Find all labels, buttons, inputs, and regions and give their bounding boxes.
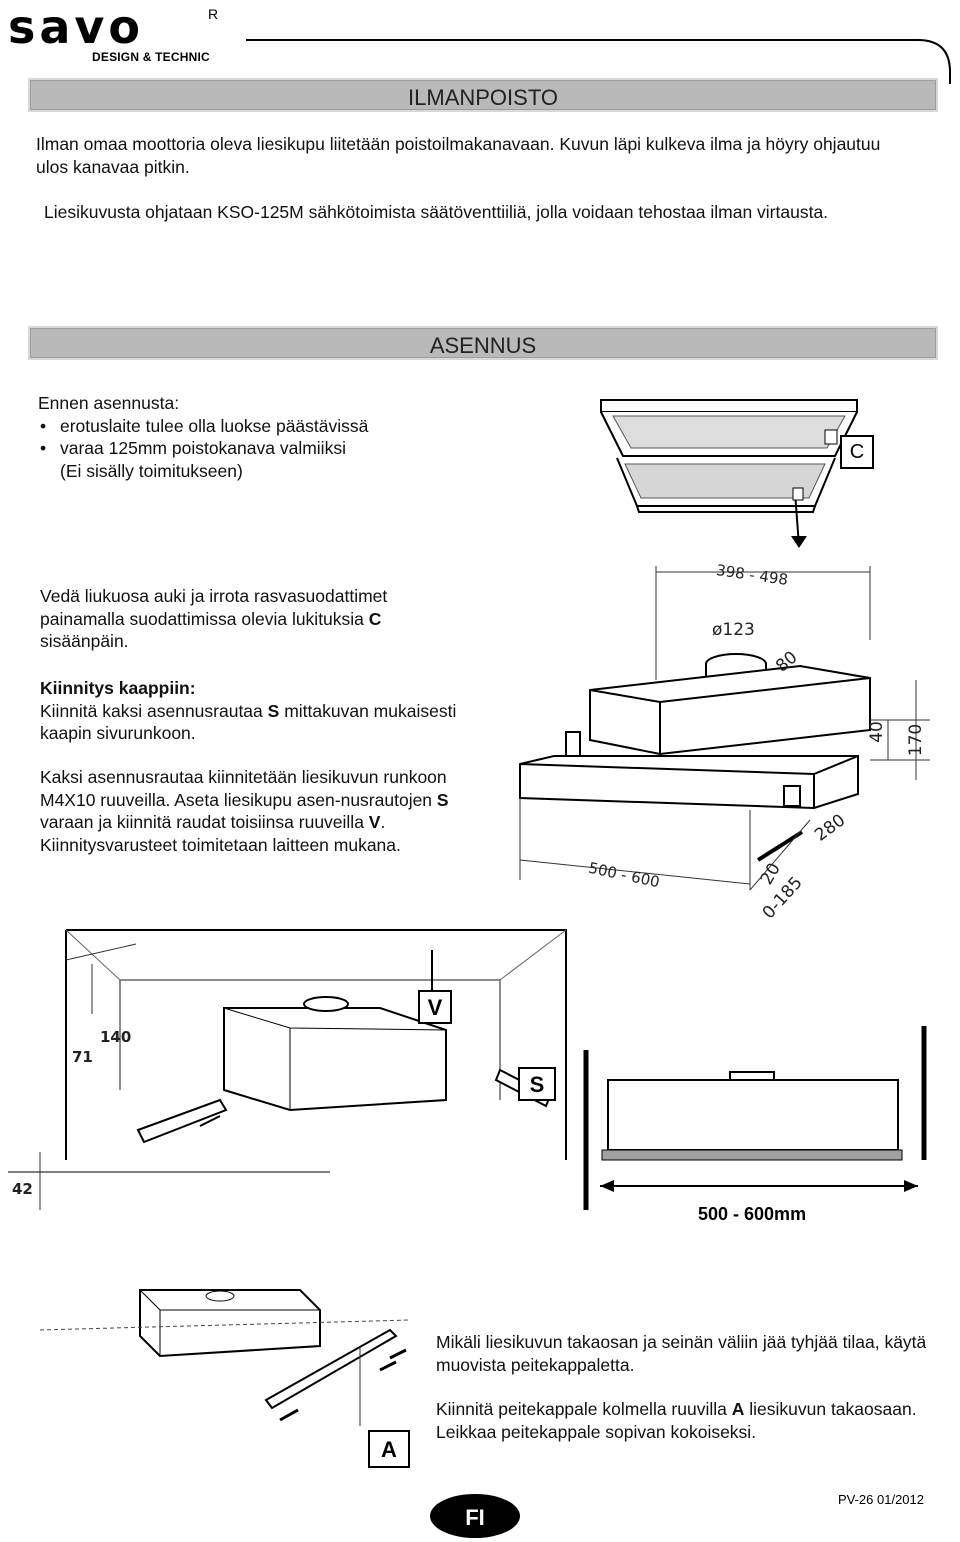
cover-plate-fixing-paragraph: Kiinnitä peitekappale kolmella ruuvilla …	[436, 1398, 936, 1443]
intro-text: Ilman omaa moottoria oleva liesikupu lii…	[36, 134, 881, 177]
screw-text-bold-s: S	[436, 789, 449, 810]
filter-text-end: sisäänpäin.	[40, 631, 129, 651]
brand-logo: savo R DESIGN & TECHNIC	[8, 4, 228, 64]
cabinet-drawing	[8, 929, 567, 1210]
before-install-title: Ennen asennusta:	[38, 393, 180, 413]
filter-text: Vedä liukuosa auki ja irrota rasvasuodat…	[40, 586, 388, 629]
dim-40: 40	[866, 721, 887, 743]
section-title: ILMANPOISTO	[408, 85, 558, 110]
logo-wordmark: savo	[8, 0, 145, 54]
filter-removal-paragraph: Vedä liukuosa auki ja irrota rasvasuodat…	[40, 585, 470, 653]
prerequisite-item: varaa 125mm poistokanava valmiiksi	[38, 437, 478, 460]
mounting-text-bold: S	[267, 700, 280, 721]
cabinet-dim-71: 71	[72, 1048, 93, 1066]
prerequisite-item: erotuslaite tulee olla luokse päästäviss…	[38, 415, 478, 438]
cover-fix-bold: A	[731, 1399, 745, 1419]
screw-text-bold-v: V	[368, 812, 381, 832]
screw-v-label: V	[418, 990, 452, 1024]
prerequisite-list: erotuslaite tulee olla luokse päästäviss…	[38, 415, 478, 460]
screw-text-mid: varaan ja kiinnitä raudat toisiinsa ruuv…	[40, 812, 369, 832]
section-header-asennus: ASENNUS	[28, 326, 938, 360]
registered-mark: R	[208, 6, 219, 22]
logo-tagline: DESIGN & TECHNIC	[92, 50, 210, 64]
cover-plate-paragraph: Mikäli liesikuvun takaosan ja seinän väl…	[436, 1331, 936, 1376]
header-rule	[246, 39, 951, 84]
front-view-drawing	[583, 1026, 927, 1210]
dim-170: 170	[906, 723, 927, 757]
valve-paragraph: Liesikuvusta ohjataan KSO-125M sähkötoim…	[44, 201, 924, 224]
filter-text-bold: C	[368, 608, 382, 629]
screw-text-end: .	[380, 812, 386, 832]
screw-a-label: A	[368, 1430, 410, 1468]
section-header-ilmanpoisto: ILMANPOISTO	[28, 78, 938, 112]
cabinet-dim-140: 140	[100, 1028, 132, 1046]
before-install-block: Ennen asennusta: erotuslaite tulee olla …	[38, 392, 478, 482]
width-range-label: 500 - 600mm	[698, 1204, 807, 1224]
mounting-title: Kiinnitys kaappiin:	[40, 678, 196, 698]
document-code: PV-26 01/2012	[837, 1492, 924, 1507]
language-badge: FI	[430, 1494, 520, 1538]
prerequisite-note: (Ei sisälly toimitukseen)	[60, 460, 243, 481]
accessories-note: Kiinnitysvarusteet toimitetaan laitteen …	[40, 834, 401, 855]
filter-lock-label: C	[840, 435, 874, 469]
cover-fix-text: Kiinnitä peitekappale kolmella ruuvilla	[436, 1399, 732, 1419]
cabinet-dim-42: 42	[12, 1180, 33, 1198]
valve-text: Liesikuvusta ohjataan KSO-125M sähkötoim…	[44, 202, 829, 222]
screw-paragraph: Kaksi asennusrautaa kiinnitetään liesiku…	[40, 766, 470, 856]
mounting-text-end: mittakuvan mukaisesti kaapin sivurunkoon…	[40, 700, 457, 744]
cover-plate-drawing	[39, 1289, 411, 1426]
bracket-s-label: S	[518, 1067, 556, 1101]
dimension-drawing	[519, 566, 930, 891]
dim-duct-diameter: ø123	[712, 620, 755, 640]
mounting-paragraph: Kiinnitys kaappiin: Kiinnitä kaksi asenn…	[40, 677, 470, 745]
cover-plate-text: Mikäli liesikuvun takaosan ja seinän väl…	[436, 1332, 927, 1375]
screw-text: Kaksi asennusrautaa kiinnitetään liesiku…	[40, 767, 447, 810]
mounting-text: Kiinnitä kaksi asennusrautaa	[40, 700, 268, 721]
section-title: ASENNUS	[429, 333, 537, 358]
filter-diagram	[600, 399, 858, 548]
cover-fix-text-end: liesikuvun takaosaan. Leikkaa peitekappa…	[436, 1399, 917, 1442]
intro-paragraph: Ilman omaa moottoria oleva liesikupu lii…	[36, 133, 916, 178]
